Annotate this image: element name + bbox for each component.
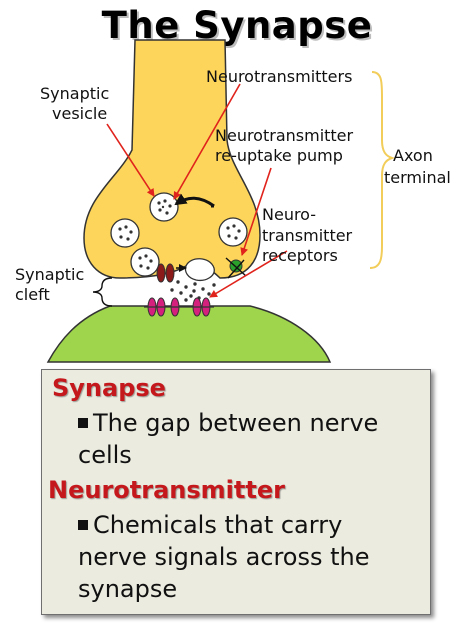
- axon-terminal-brace: [369, 71, 396, 269]
- synapse-diagram: [46, 39, 396, 363]
- label-axon-line2: terminal: [384, 168, 451, 187]
- definition-neurotransmitter-line1: Chemicals that carry: [78, 510, 342, 541]
- reuptake-arrow-icon: [174, 193, 215, 208]
- synaptic-cleft-brace: [92, 277, 113, 307]
- label-synaptic-cleft-line1: Synaptic: [15, 265, 85, 284]
- label-receptors-line2: transmitter: [262, 226, 353, 245]
- label-receptors-line1: Neuro-: [262, 205, 317, 224]
- definition-neurotransmitter-line2: nerve signals across the: [78, 543, 370, 571]
- dendrite: [46, 305, 332, 363]
- label-synaptic-vesicle-line1: Synaptic: [40, 84, 110, 103]
- definitions-box: Synapse The gap between nerve cells Neur…: [41, 369, 431, 615]
- arrow-synaptic-vesicle: [106, 123, 155, 197]
- label-axon-line1: Axon: [393, 146, 433, 165]
- neurotransmitter-dots: [118, 199, 241, 270]
- arrow-reuptake-pump: [240, 167, 272, 256]
- released-neurotransmitters: [170, 280, 216, 302]
- label-neurotransmitters: Neurotransmitters: [206, 67, 353, 86]
- label-receptors-line3: receptors: [262, 246, 338, 265]
- bullet-icon: [78, 520, 88, 530]
- bullet-icon: [78, 418, 88, 428]
- label-synaptic-cleft-line2: cleft: [15, 285, 50, 304]
- fusing-vesicle: [184, 258, 215, 282]
- definition-synapse-line1: The gap between nerve: [78, 408, 378, 439]
- term-synapse: Synapse: [52, 374, 166, 402]
- label-reuptake-line1: Neurotransmitter: [215, 126, 354, 145]
- vesicle: [110, 192, 248, 277]
- arrow-receptors: [209, 250, 288, 298]
- label-reuptake-line2: re-uptake pump: [215, 146, 343, 165]
- definition-neurotransmitter-line3: synapse: [78, 575, 178, 603]
- term-neurotransmitter: Neurotransmitter: [48, 476, 285, 504]
- label-synaptic-vesicle-line2: vesicle: [52, 104, 108, 123]
- reuptake-pump: [156, 263, 175, 283]
- definition-synapse-line2: cells: [78, 441, 132, 469]
- arrow-neurotransmitters: [173, 83, 241, 200]
